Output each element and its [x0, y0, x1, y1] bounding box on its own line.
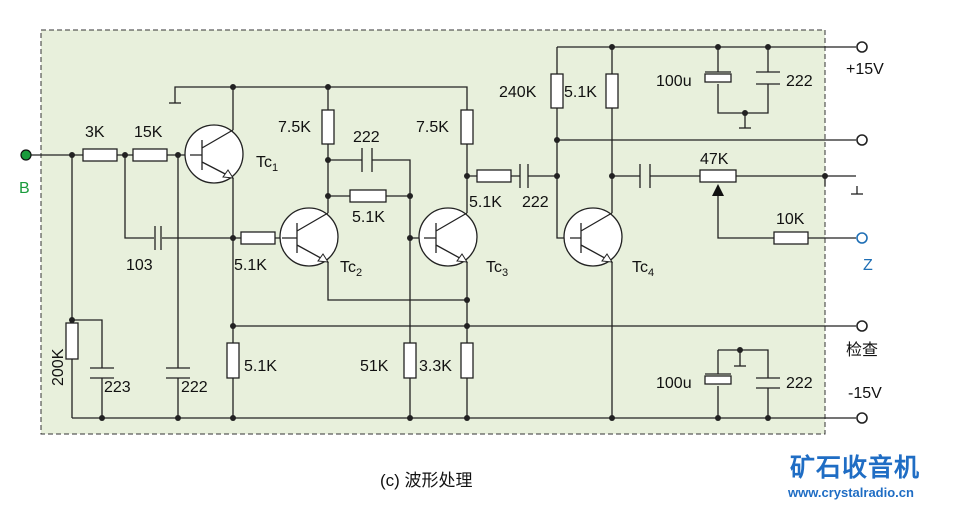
label-222-bottom: 222 [786, 375, 813, 392]
label-tc1-emitter-5-1k: 5.1K [244, 358, 277, 375]
svg-text:Tc1: Tc1 [256, 154, 278, 174]
capacitor-output [639, 164, 651, 188]
label-feedback-5-1k: 5.1K [352, 209, 385, 226]
terminal-tc4-collector [856, 134, 868, 146]
ground-symbols [169, 98, 863, 367]
resistor-51k [403, 342, 417, 379]
label-15k: 15K [134, 124, 163, 141]
watermark-url: www.crystalradio.cn [788, 485, 914, 500]
capacitor-222-speedup [361, 148, 373, 172]
resistor-3-3k [460, 342, 474, 379]
label-tc1: Tc [256, 154, 272, 171]
capacitor-222-top [756, 71, 780, 85]
input-terminal-b [20, 149, 32, 161]
capacitor-100u-top [704, 73, 732, 83]
svg-text:Tc2: Tc2 [340, 259, 362, 279]
label-input-b: B [19, 180, 30, 197]
capacitor-222-bottom [756, 377, 780, 389]
label-tc2: Tc [340, 259, 356, 276]
label-plus15v: +15V [846, 61, 884, 78]
capacitor-100u-bottom [704, 375, 732, 385]
label-103: 103 [126, 257, 153, 274]
watermark-logo: 矿石收音机 [790, 453, 921, 482]
capacitor-103 [154, 226, 162, 250]
label-tc1-sub: 1 [272, 162, 278, 174]
resistor-tc2-base [240, 231, 276, 245]
resistor-tc4-collector [605, 73, 619, 109]
label-tc3: Tc [486, 259, 502, 276]
label-tc2-collector-7-5k: 7.5K [278, 119, 311, 136]
label-tc2-base-5-1k: 5.1K [234, 257, 267, 274]
terminal-minus15v [856, 412, 868, 424]
svg-text:Tc4: Tc4 [632, 259, 654, 279]
terminal-z [856, 232, 868, 244]
potentiometer-wiper-arrow [712, 184, 724, 196]
label-minus15v: -15V [848, 385, 882, 402]
label-51k: 51K [360, 358, 389, 375]
capacitor-222-coupling [519, 164, 529, 188]
capacitors [90, 71, 780, 389]
label-check: 检查 [846, 341, 878, 359]
transistor-tc2 [279, 207, 339, 267]
label-3-3k: 3.3K [419, 358, 452, 375]
label-coupling-222: 222 [522, 194, 549, 211]
resistor-tc1-emitter [226, 342, 240, 379]
label-222-top: 222 [786, 73, 813, 90]
potentiometer-47k [699, 169, 737, 183]
label-100u-bottom: 100u [656, 375, 692, 392]
resistor-200k [65, 322, 79, 360]
label-tc3-collector-7-5k: 7.5K [416, 119, 449, 136]
transistor-tc3 [418, 207, 478, 267]
resistor-feedback [349, 189, 387, 203]
resistors [65, 73, 809, 379]
terminal-check [856, 320, 868, 332]
transistor-tc4 [563, 207, 623, 267]
resistor-10k [773, 231, 809, 245]
label-speedup-222: 222 [353, 129, 380, 146]
label-tc4-collector-5-1k: 5.1K [564, 84, 597, 101]
resistor-240k [550, 73, 564, 109]
label-3k: 3K [85, 124, 105, 141]
label-tc3-sub: 3 [502, 267, 508, 279]
resistor-tc2-collector [321, 109, 335, 145]
label-z: Z [863, 257, 873, 274]
label-tc4-sub: 4 [648, 267, 654, 279]
svg-text:Tc3: Tc3 [486, 259, 508, 279]
label-pot-47k: 47K [700, 151, 729, 168]
label-100u-top: 100u [656, 73, 692, 90]
capacitor-222-left [166, 367, 190, 379]
junction-dots [69, 44, 828, 421]
label-tc2-sub: 2 [356, 267, 362, 279]
label-coupling-5-1k: 5.1K [469, 194, 502, 211]
capacitor-223 [90, 367, 114, 379]
label-tc4: Tc [632, 259, 648, 276]
resistor-15k [132, 148, 168, 162]
resistor-tc3-collector [460, 109, 474, 145]
terminal-plus15v [856, 41, 868, 53]
resistor-coupling [476, 169, 512, 183]
label-240k: 240K [499, 84, 537, 101]
resistor-3k [82, 148, 118, 162]
label-223: 223 [104, 379, 131, 396]
label-10k: 10K [776, 211, 805, 228]
label-222-left: 222 [181, 379, 208, 396]
label-200k: 200K [50, 348, 67, 386]
figure-caption: (c) 波形处理 [380, 471, 473, 490]
transistor-tc1 [184, 124, 244, 184]
